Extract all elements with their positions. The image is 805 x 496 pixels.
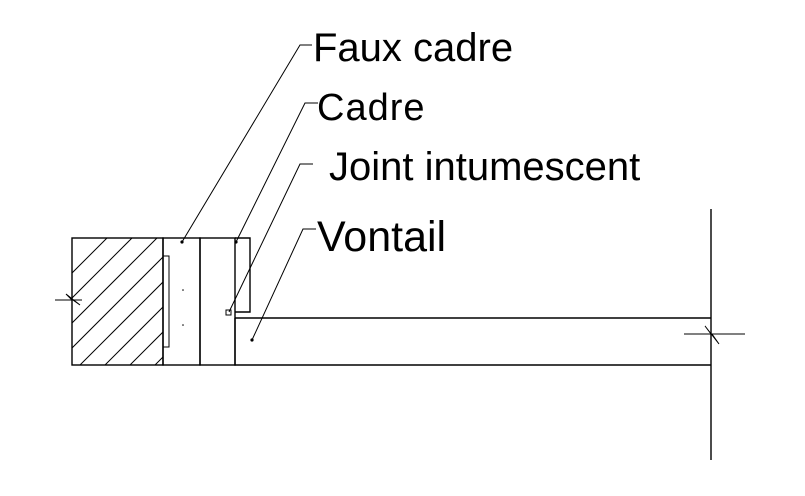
leader-vontail <box>251 228 316 341</box>
door-break-line <box>684 325 745 345</box>
leader-lines <box>181 44 318 341</box>
label-cadre: Cadre <box>317 87 426 129</box>
vontail-shape <box>234 209 745 460</box>
joint-intumescent-shape <box>225 309 232 316</box>
faux-cadre-shape <box>162 237 201 366</box>
leader-joint <box>228 163 313 313</box>
wall-section <box>55 237 164 366</box>
wall-break-line <box>55 293 82 306</box>
leader-faux-cadre <box>181 44 312 243</box>
label-vontail: Vontail <box>317 213 446 261</box>
leader-cadre <box>235 102 318 243</box>
label-faux-cadre: Faux cadre <box>313 26 513 70</box>
cadre-shape <box>199 237 251 366</box>
label-joint-intumescent: Joint intumescent <box>329 145 640 189</box>
